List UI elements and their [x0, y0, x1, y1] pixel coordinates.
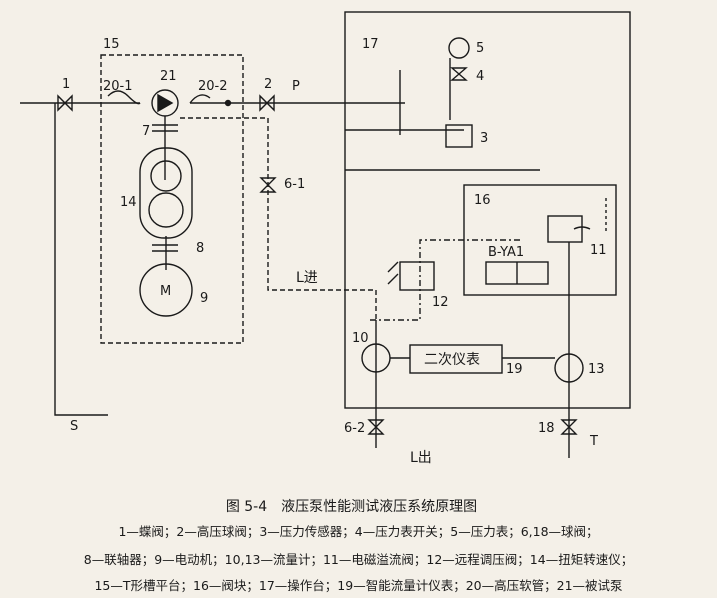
label-6-1: 6-1	[284, 177, 305, 192]
console-17	[344, 11, 631, 409]
label-L-out: L出	[410, 450, 432, 466]
butterfly-valve-1	[57, 94, 73, 112]
figure-caption-title: 图 5-4 液压泵性能测试液压系统原理图	[0, 496, 717, 516]
label-12: 12	[432, 295, 449, 310]
label-14: 14	[120, 195, 137, 210]
label-9: 9	[200, 291, 208, 306]
label-B-YA1: B-YA1	[488, 245, 524, 260]
remote-pressure-valve-12	[399, 261, 435, 291]
label-16: 16	[474, 193, 491, 208]
ball-valve-6-1	[259, 177, 277, 193]
label-5: 5	[476, 41, 484, 56]
t-slot-platform-15	[100, 54, 244, 344]
gauge-switch-4	[450, 67, 468, 81]
label-17: 17	[362, 37, 379, 52]
label-3: 3	[480, 131, 488, 146]
label-20-2: 20-2	[198, 79, 228, 94]
label-8: 8	[196, 241, 204, 256]
figure-title: 液压泵性能测试液压系统原理图	[281, 499, 478, 515]
legend-line-2: 8—联轴器；9—电动机；10,13—流量计；11—电磁溢流阀；12—远程调压阀；…	[83, 552, 634, 567]
pressure-line	[20, 102, 345, 416]
label-19: 19	[506, 362, 523, 377]
label-2: 2	[264, 77, 272, 92]
motor-9	[139, 263, 193, 317]
label-21: 21	[160, 69, 177, 84]
label-S: S	[70, 419, 78, 434]
label-20-1: 20-1	[103, 79, 133, 94]
label-4: 4	[476, 69, 484, 84]
label-15: 15	[103, 37, 120, 52]
label-10: 10	[352, 331, 369, 346]
label-1: 1	[62, 77, 70, 92]
smart-flow-instrument-19	[409, 344, 503, 374]
solenoid-relief-valve-11	[547, 215, 583, 243]
label-6-2: 6-2	[344, 421, 365, 436]
pressure-sensor-3	[445, 124, 473, 148]
label-18: 18	[538, 421, 555, 436]
ball-valve-18	[560, 419, 578, 435]
legend-line-1: 1—蝶阀；2—高压球阀；3—压力传感器；4—压力表开关；5—压力表；6,18—球…	[118, 524, 599, 539]
pressure-gauge-5	[448, 37, 470, 59]
ball-valve-6-2	[367, 419, 385, 435]
label-T: T	[589, 434, 598, 449]
label-7: 7	[142, 124, 150, 139]
figure-number: 图 5-4	[225, 499, 268, 515]
flow-meter-13	[554, 353, 584, 383]
label-M: M	[160, 284, 171, 299]
legend-line-3: 15—T形槽平台；16—阀块；17—操作台；19—智能流量计仪表；20—高压软管…	[94, 578, 623, 593]
label-13: 13	[588, 362, 605, 377]
ball-valve-2	[259, 94, 275, 112]
label-11: 11	[590, 243, 607, 258]
hydraulic-schematic: 15 17 16 21 20-1 20-2 1 2 P 5 4 3 7 14 8…	[20, 11, 631, 466]
label-L-in: L进	[296, 270, 318, 286]
label-secondary-meter: 二次仪表	[424, 352, 480, 368]
label-P: P	[292, 79, 300, 94]
